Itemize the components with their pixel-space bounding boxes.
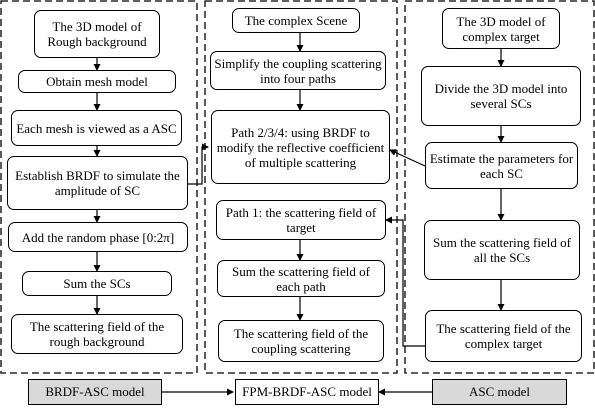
- box-random-phase: Add the random phase [0:2π]: [8, 222, 188, 252]
- box-sum-scs: Sum the SCs: [22, 271, 172, 296]
- legend-asc-model: ASC model: [432, 379, 567, 405]
- box-complex-target-field: The scattering field of the complex targ…: [425, 310, 582, 362]
- box-sum-each-path: Sum the scattering field of each path: [217, 260, 385, 297]
- box-rough-background-field: The scattering field of the rough backgr…: [11, 314, 183, 354]
- box-simplify-coupling: Simplify the coupling scattering into fo…: [210, 51, 386, 90]
- box-obtain-mesh-model: Obtain mesh model: [18, 70, 176, 93]
- box-complex-scene: The complex Scene: [232, 8, 360, 33]
- box-path-234: Path 2/3/4: using BRDF to modify the ref…: [211, 110, 390, 184]
- arrow-estimate-to-path234: [389, 149, 426, 167]
- middle-group-frame: [204, 0, 398, 374]
- box-coupling-field: The scattering field of the coupling sca…: [218, 320, 384, 362]
- left-group-frame: [0, 0, 198, 374]
- box-complex-target-model: The 3D model of complex target: [442, 8, 560, 49]
- box-estimate-parameters: Estimate the parameters for each SC: [425, 142, 578, 189]
- arrow-complex-target-to-path1: [385, 216, 425, 347]
- right-group-frame: [404, 0, 595, 374]
- box-rough-background-model: The 3D model of Rough background: [34, 10, 160, 58]
- arrow-left-to-path234: [188, 143, 209, 185]
- box-divide-model: Divide the 3D model into several SCs: [421, 66, 581, 126]
- legend-fpm-brdf-asc-model: FPM-BRDF-ASC model: [235, 379, 379, 405]
- legend-brdf-asc-model: BRDF-ASC model: [28, 379, 162, 405]
- box-mesh-as-asc: Each mesh is viewed as a ASC: [11, 110, 182, 146]
- box-establish-brdf: Establish BRDF to simulate the amplitude…: [7, 156, 188, 210]
- box-sum-all-scs: Sum the scattering field of all the SCs: [424, 220, 580, 280]
- box-path-1: Path 1: the scattering field of target: [216, 200, 386, 240]
